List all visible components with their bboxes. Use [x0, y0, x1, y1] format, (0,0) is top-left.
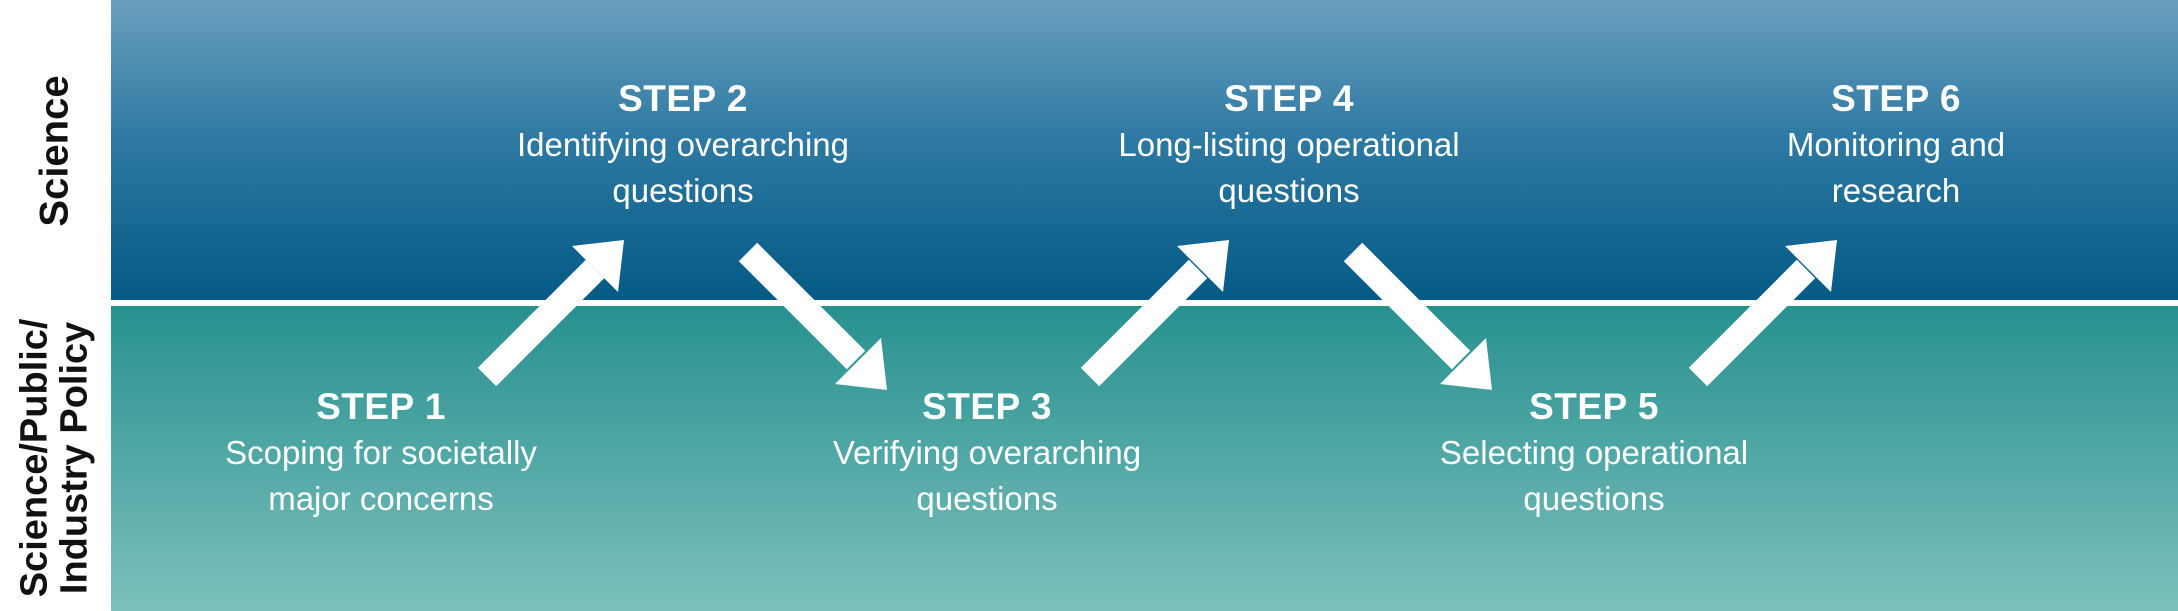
step-1-desc-line1: Scoping for societally	[225, 434, 537, 471]
policy-lane-band	[111, 306, 2178, 611]
step-4-desc-line1: Long-listing operational	[1118, 126, 1460, 163]
step-1-desc-line2: major concerns	[268, 480, 494, 517]
step-4-desc-line2: questions	[1218, 172, 1360, 209]
step-1-title: STEP 1	[316, 386, 446, 427]
step-6-desc-line1: Monitoring and	[1786, 126, 2006, 163]
arrow-up-step1-to-step2	[477, 240, 624, 387]
step-3-title: STEP 3	[922, 386, 1052, 427]
step-6-title: STEP 6	[1831, 78, 1961, 119]
arrow-up-step3-to-step4	[1080, 240, 1229, 387]
step-5-desc-line2: questions	[1523, 480, 1665, 517]
step-3-box: STEP 3 Verifying overarching questions	[767, 384, 1207, 522]
step-1-box: STEP 1 Scoping for societally major conc…	[161, 384, 601, 522]
step-2-desc-line1: Identifying overarching	[516, 126, 850, 163]
step-4-box: STEP 4 Long-listing operational question…	[1069, 76, 1509, 214]
step-3-desc-line1: Verifying overarching	[832, 434, 1142, 471]
arrow-down-step2-to-step3	[738, 242, 887, 390]
step-4-title: STEP 4	[1224, 78, 1354, 119]
arrow-down-step4-to-step5	[1343, 242, 1492, 390]
step-5-desc-line1: Selecting operational	[1439, 434, 1749, 471]
step-5-box: STEP 5 Selecting operational questions	[1374, 384, 1814, 522]
step-2-title: STEP 2	[618, 78, 748, 119]
step-3-desc-line2: questions	[916, 480, 1058, 517]
arrow-up-step5-to-step6	[1688, 240, 1837, 387]
lane-divider	[111, 300, 2178, 306]
step-6-box: STEP 6 Monitoring and research	[1676, 76, 2116, 214]
step-6-desc-line2: research	[1831, 172, 1961, 209]
step-5-title: STEP 5	[1529, 386, 1659, 427]
step-2-desc-line2: questions	[612, 172, 754, 209]
step-2-box: STEP 2 Identifying overarching questions	[463, 76, 903, 214]
